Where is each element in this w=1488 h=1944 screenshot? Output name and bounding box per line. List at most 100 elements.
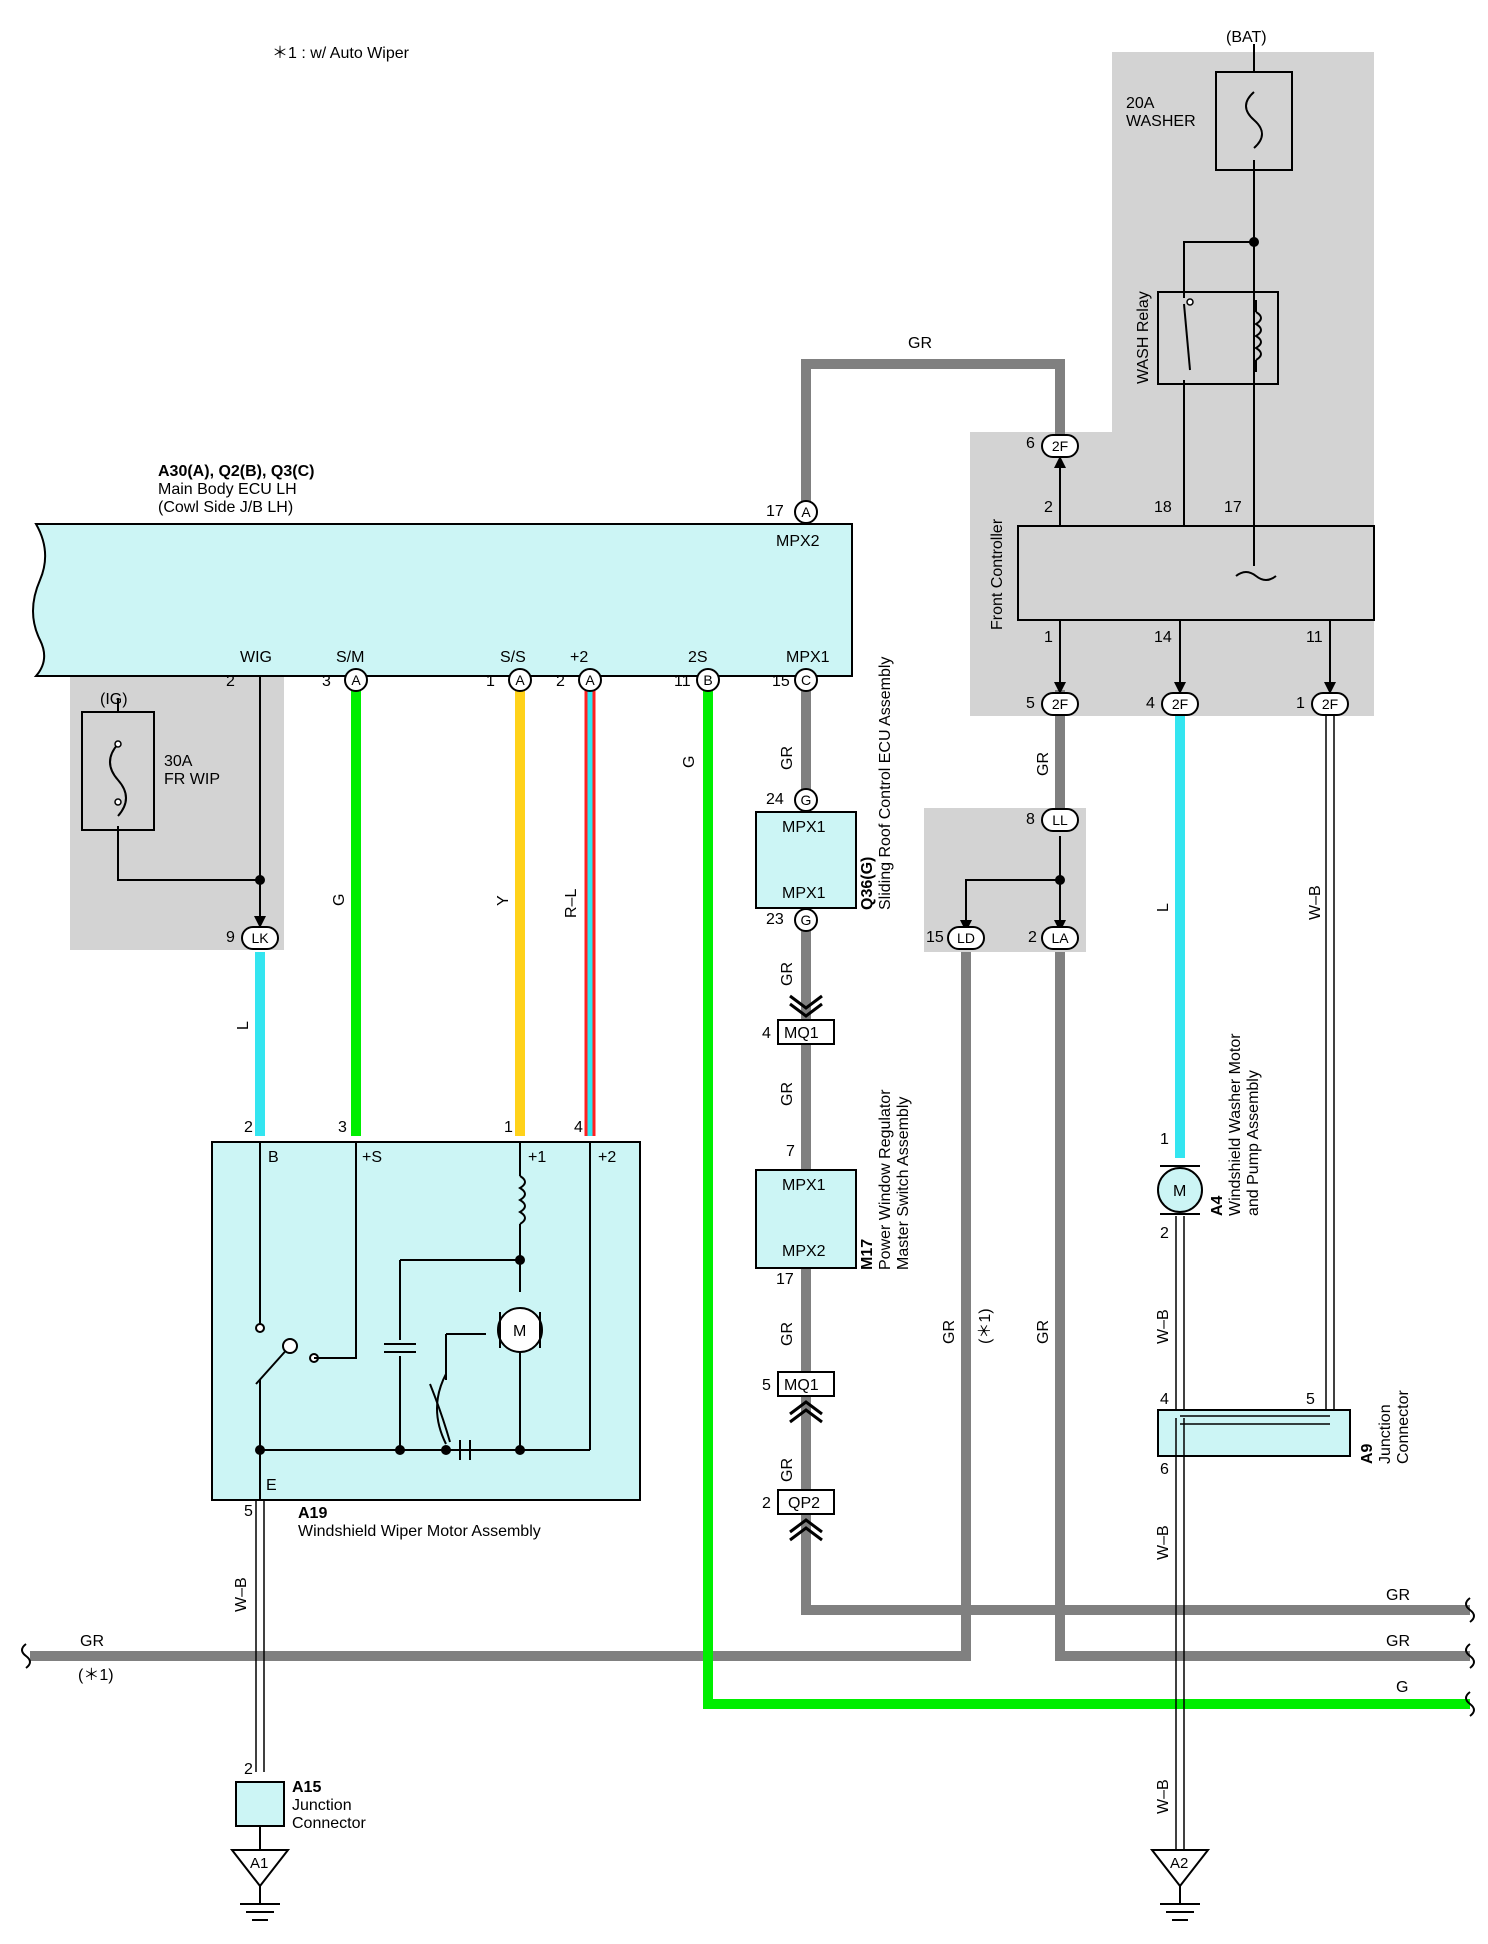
fuse-fr-wip-term2	[114, 798, 122, 806]
washer-motor-circle	[1157, 1167, 1203, 1213]
main-ecu-code: A30(A), Q2(B), Q3(C)	[158, 463, 314, 480]
fc-bottom-pin-1: 1	[1044, 629, 1053, 646]
pw-master-lbl2: MPX2	[782, 1243, 826, 1260]
jb-ll-top-num: 8	[1026, 811, 1035, 828]
wire-g-2s	[703, 690, 1470, 1709]
mq1-top-pin: 4	[762, 1025, 771, 1042]
wire-label-wb-washer: W–B	[1155, 1309, 1172, 1344]
qp2-pin: 2	[762, 1495, 771, 1512]
wiper-motor-box	[211, 1141, 641, 1501]
a9-name1: Junction	[1377, 1404, 1394, 1464]
conn-2f-pin1: 2F	[1311, 692, 1349, 716]
wire-label-gr-top: GR	[908, 335, 932, 352]
wire-ig-fuse-lk	[117, 826, 260, 881]
wire-end-wave-r2	[1465, 1643, 1475, 1669]
wiper-pin-num-1: 1	[504, 1119, 513, 1136]
main-ecu-pin-bubble-5: C	[794, 668, 818, 692]
conn-2f-pin1-label: 2F	[1322, 696, 1338, 712]
qp2-label: QP2	[788, 1495, 820, 1512]
wiper-motor-code: A19	[298, 1505, 327, 1522]
wire-label-star1-ld: (＊1)	[977, 1308, 994, 1344]
wire-label-gr-left: GR	[80, 1633, 104, 1650]
junction-dot-wig	[255, 875, 265, 885]
main-ecu-pin-bubble-1: A	[344, 668, 368, 692]
wire-label-gr-ld: GR	[941, 1320, 958, 1344]
wire-wb-fc11	[1325, 712, 1335, 1410]
main-ecu-pin-label-3: +2	[570, 649, 588, 666]
wiper-pin-label-s: +S	[362, 1149, 382, 1166]
fc-bottom-pin-14: 14	[1154, 629, 1172, 646]
wire-end-wave-r1	[1465, 1597, 1475, 1623]
sliding-roof-lbl1: MPX1	[782, 819, 826, 836]
wire-label-rl: R–L	[563, 889, 580, 918]
wire-label-l-b: L	[235, 1021, 252, 1030]
fc-conn-pin-4: 4	[1146, 695, 1155, 712]
main-ecu-pin-num-1: 3	[322, 673, 331, 690]
a15-pin: 2	[244, 1761, 253, 1778]
a9-pin-6: 6	[1160, 1461, 1169, 1478]
sliding-roof-code: Q36(G)	[859, 857, 876, 910]
wire-ll-ld	[960, 879, 1060, 932]
main-ecu-pin-bubble-3: A	[578, 668, 602, 692]
fuse-fr-wip-term	[114, 740, 122, 748]
fuse-fr-source: (IG)	[100, 691, 128, 708]
wire-label-wb-fc11: W–B	[1307, 885, 1324, 920]
wire-label-g-sm: G	[331, 894, 348, 906]
a9-code: A9	[1359, 1443, 1376, 1464]
a15-code: A15	[292, 1779, 321, 1796]
a15-junction-box	[235, 1781, 285, 1827]
conn-2f-top: 2F	[1041, 434, 1079, 458]
wiper-pin-label-1: +1	[528, 1149, 546, 1166]
wire-label-gr-fc1: GR	[1035, 752, 1052, 776]
jb-shade-fr-wip	[70, 670, 284, 950]
main-ecu-pin-label-4: 2S	[688, 649, 708, 666]
sliding-roof-name: Sliding Roof Control ECU Assembly	[877, 657, 894, 910]
fuse-washer-box	[1215, 71, 1293, 171]
wire-label-gr-qp2: GR	[779, 1458, 796, 1482]
main-ecu-location: (Cowl Side J/B LH)	[158, 499, 293, 516]
a9-pin-5: 5	[1306, 1391, 1315, 1408]
main-ecu-pin-bubble-2: A	[508, 668, 532, 692]
conn-2f-pin5: 2F	[1041, 692, 1079, 716]
wire-label-l-washer: L	[1155, 903, 1172, 912]
a9-junction-bus	[1175, 1415, 1330, 1456]
washer-pin-bottom: 2	[1160, 1225, 1169, 1242]
conn-ll-label: LL	[1052, 812, 1068, 828]
ground-a1-label: A1	[250, 1855, 268, 1872]
wire-label-gr-mq1-a: GR	[779, 962, 796, 986]
a9-pin-4: 4	[1160, 1391, 1169, 1408]
main-ecu-pin-num-4: 11	[674, 673, 691, 690]
wire-label-star1-left: (＊1)	[78, 1667, 114, 1684]
junction-dot-ll	[1055, 875, 1065, 885]
pw-master-box	[755, 1169, 857, 1269]
a15-name2: Connector	[292, 1815, 366, 1832]
mq1-bottom-pin: 5	[762, 1377, 771, 1394]
fc-conn-pin-5: 5	[1026, 695, 1035, 712]
connector-qp2	[777, 1489, 835, 1542]
main-ecu-pin-label-1: S/M	[336, 649, 364, 666]
conn-lk: LK	[241, 926, 279, 950]
sliding-roof-pin-top-bubble: G	[794, 788, 818, 812]
pw-master-name2: Master Switch Assembly	[895, 1097, 912, 1270]
auto-wiper-note: ＊1 : w/ Auto Wiper	[272, 45, 410, 62]
a15-name1: Junction	[292, 1797, 352, 1814]
washer-motor-name1: Windshield Washer Motor	[1227, 1033, 1244, 1216]
main-ecu-pin-label-0: WIG	[240, 649, 272, 666]
main-ecu-pin-bubble-5-letter: C	[801, 672, 811, 688]
conn-ll: LL	[1041, 808, 1079, 832]
main-ecu-pin-num-3: 2	[556, 673, 565, 690]
main-ecu-pin-label-5: MPX1	[786, 649, 830, 666]
mq1-top-label: MQ1	[784, 1025, 819, 1042]
wire-end-wave-left	[21, 1643, 31, 1669]
connector-mq1-top	[777, 994, 835, 1045]
wiper-motor-m: M	[513, 1323, 526, 1340]
pw-master-name1: Power Window Regulator	[877, 1089, 894, 1270]
sliding-roof-pin-bottom-bubble-letter: G	[801, 912, 812, 928]
wire-label-gr-right1: GR	[1386, 1587, 1410, 1604]
wire-label-gr-la: GR	[1035, 1320, 1052, 1344]
fc-conn-top-pin: 6	[1026, 435, 1035, 452]
conn-2f-top-label: 2F	[1052, 438, 1068, 454]
fuse-wash-rating: 20A	[1126, 95, 1155, 112]
pw-master-pin-top: 7	[786, 1143, 795, 1160]
